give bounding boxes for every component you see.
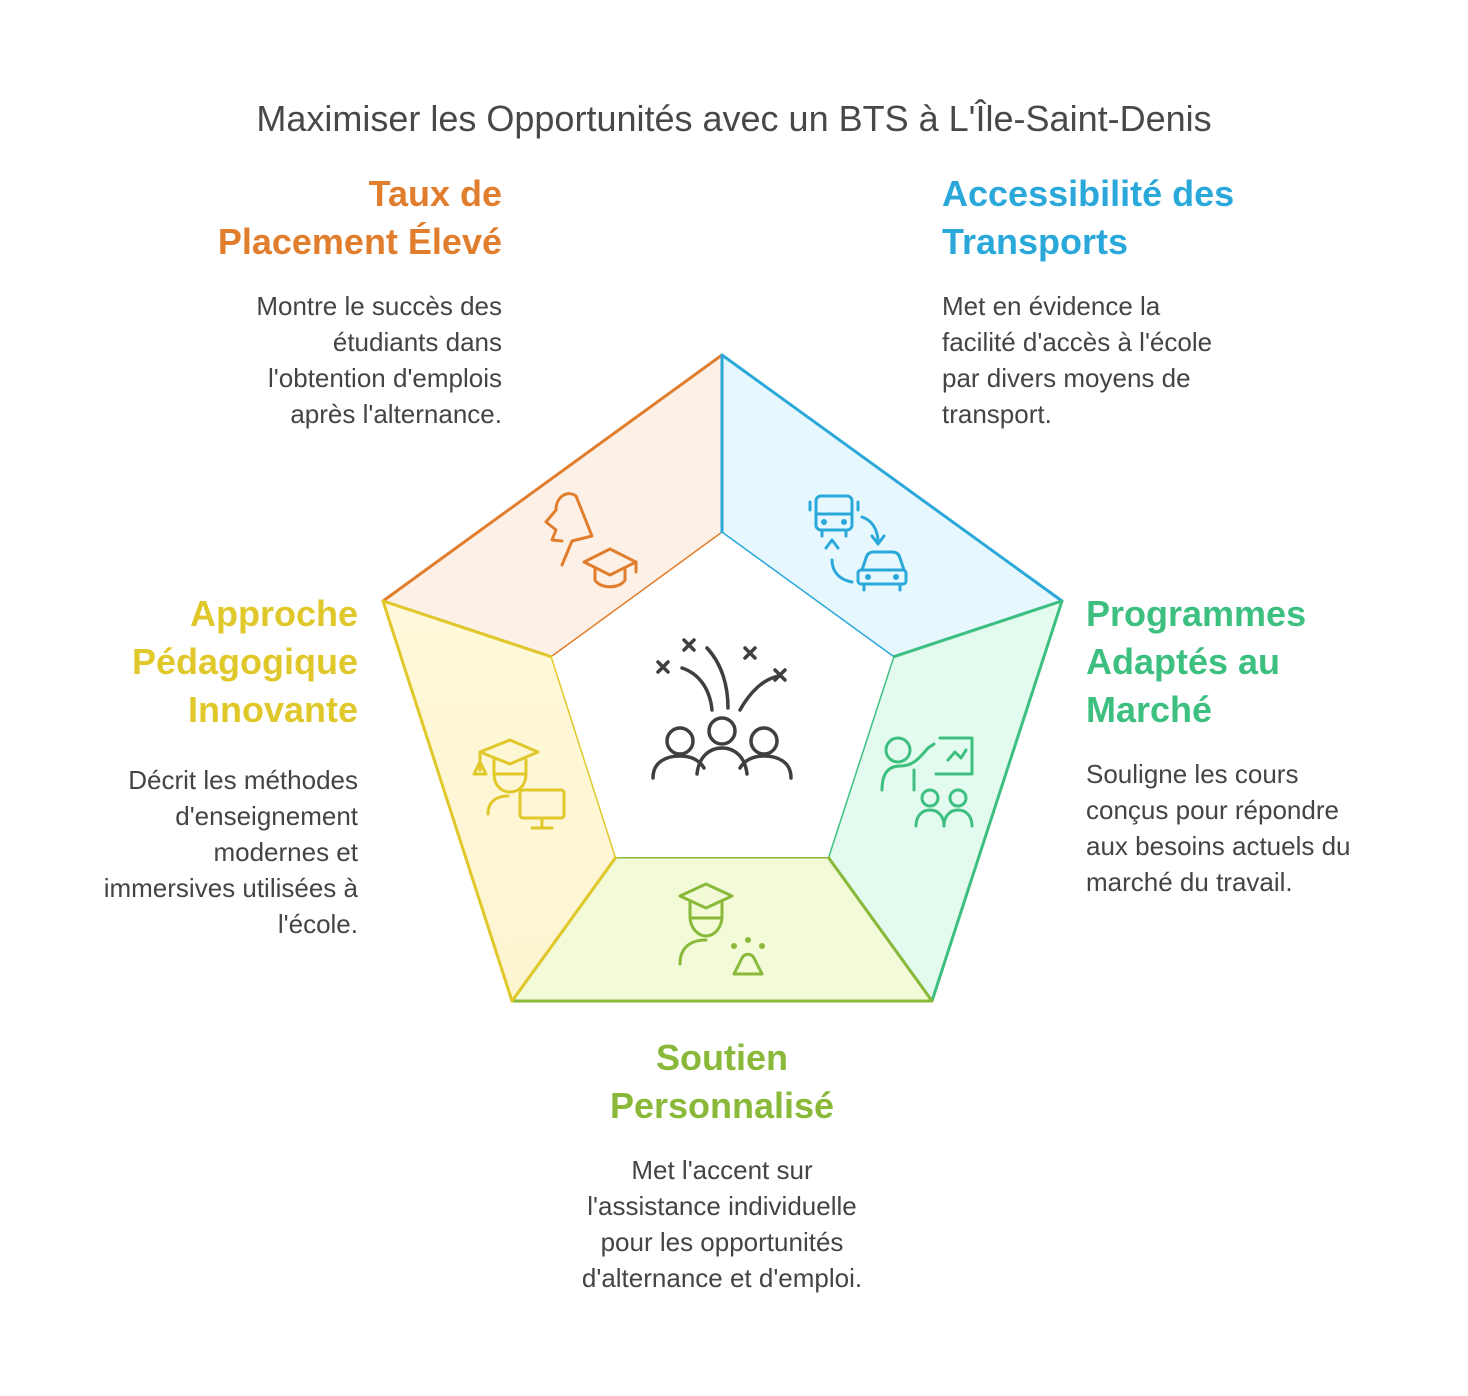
heading-transports: Accessibilité des Transports: [942, 173, 1235, 262]
teacher-graduate-icon: [544, 492, 638, 589]
celebrating-group-icon: [651, 638, 793, 780]
bus-car-exchange-icon: [808, 494, 908, 592]
heading-placement: Taux de Placement Élevé: [217, 173, 502, 262]
page-title: Maximiser les Opportunités avec un BTS à…: [256, 98, 1212, 139]
center-pentagon: [552, 533, 893, 857]
desc-approche: Décrit les méthodes d'enseignement moder…: [103, 765, 358, 939]
graduate-computer-icon: [472, 738, 566, 830]
desc-soutien: Met l'accent sur l'assistance individuel…: [581, 1155, 863, 1293]
desc-placement: Montre le succès des étudiants dans l'ob…: [256, 291, 502, 429]
heading-approche: Approche Pédagogique Innovante: [131, 593, 358, 730]
heading-soutien: Soutien Personnalisé: [609, 1037, 835, 1126]
desc-programmes: Souligne les cours conçus pour répondre …: [1086, 759, 1351, 897]
heading-programmes: Programmes Adaptés au Marché: [1086, 593, 1307, 730]
desc-transports: Met en évidence la facilité d'accès à l'…: [942, 291, 1213, 429]
graduate-support-icon: [678, 882, 765, 976]
presenter-audience-icon: [880, 736, 974, 828]
